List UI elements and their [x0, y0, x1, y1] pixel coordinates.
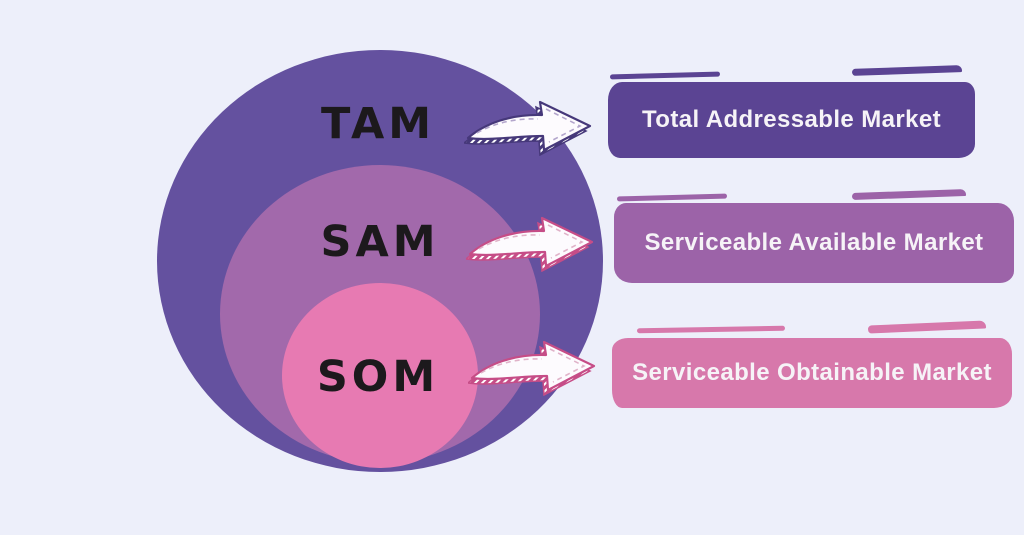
curved-arrow-icon-tam — [464, 100, 592, 156]
som-banner-text: Serviceable Obtainable Market — [632, 359, 992, 386]
brush-streak — [609, 71, 721, 80]
tam-banner: Total Addressable Market — [608, 82, 975, 158]
som-circle — [282, 283, 478, 468]
som-label: SOM — [316, 352, 440, 402]
curved-arrow-icon-som — [468, 340, 596, 396]
brush-streak — [851, 189, 967, 200]
som-banner: Serviceable Obtainable Market — [612, 338, 1012, 408]
brush-streak — [867, 320, 987, 334]
sam-label: SAM — [320, 217, 440, 267]
brush-streak — [851, 65, 963, 76]
brush-streak — [616, 193, 728, 202]
sam-banner-text: Serviceable Available Market — [644, 229, 984, 256]
tam-banner-text: Total Addressable Market — [641, 106, 942, 133]
brush-streak — [636, 325, 786, 334]
sam-banner: Serviceable Available Market — [614, 203, 1014, 283]
curved-arrow-icon-sam — [466, 216, 594, 272]
tam-label: TAM — [320, 99, 436, 149]
